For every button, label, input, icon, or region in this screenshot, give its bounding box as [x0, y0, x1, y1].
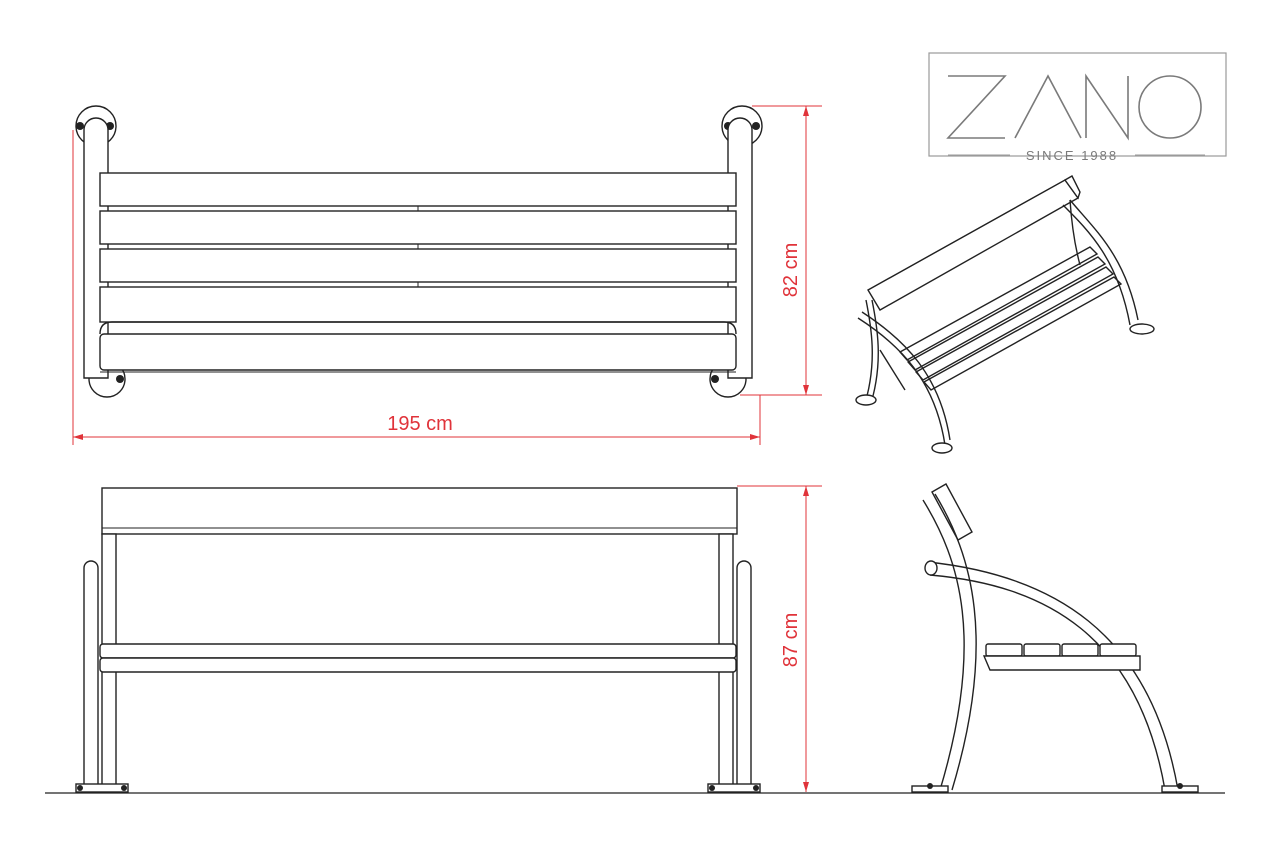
persp-right-arm-inner	[1062, 204, 1131, 326]
front-right-arm	[736, 560, 752, 791]
persp-left-back-leg	[865, 299, 873, 397]
bolt	[752, 122, 760, 130]
persp-left-back-leg-inner	[871, 299, 879, 397]
dim-arrow	[803, 106, 809, 116]
persp-backrest-end	[1063, 175, 1081, 200]
persp-foot	[855, 394, 877, 406]
height-label: 87 cm	[780, 613, 802, 667]
front-left-foot-plate	[75, 783, 129, 793]
persp-seat-slat	[922, 276, 1123, 391]
side-seat-slat	[1099, 643, 1137, 657]
depth-label: 82 cm	[780, 243, 802, 297]
top-slat-1	[99, 172, 737, 207]
bolt	[76, 122, 84, 130]
top-slat-3	[99, 248, 737, 283]
top-slat-4	[99, 286, 737, 323]
logo-tagline: SINCE 1988	[1026, 148, 1118, 163]
persp-backrest-edge	[867, 179, 1066, 291]
side-back-leg-inner	[934, 493, 977, 791]
front-backrest	[101, 487, 738, 535]
persp-right-back-leg	[1069, 199, 1081, 266]
logo-frame	[928, 52, 1227, 157]
logo-letter-a	[1014, 74, 1082, 139]
side-arm-inner	[929, 574, 1166, 791]
side-back-leg-outer	[922, 499, 965, 791]
front-left-arm	[83, 560, 99, 791]
side-backrest	[931, 483, 973, 541]
side-seat-slat	[985, 643, 1023, 657]
dim-arrow	[803, 782, 809, 792]
brand-logo: SINCE 1988	[928, 52, 1227, 163]
persp-foot	[1129, 323, 1155, 335]
side-arm-cap	[924, 560, 938, 576]
dim-arrow	[73, 434, 83, 440]
dimension-width: 195 cm	[72, 130, 761, 445]
perspective-view	[855, 175, 1155, 454]
persp-seat-slat	[914, 266, 1115, 381]
dim-arrow	[750, 434, 760, 440]
bolt	[711, 375, 719, 383]
top-slat-2	[99, 210, 737, 245]
persp-right-arm-outer	[1069, 199, 1139, 321]
logo-letter-n	[1085, 73, 1129, 141]
logo-letter-o	[1138, 75, 1202, 139]
dim-arrow	[803, 486, 809, 496]
persp-seat-slat	[906, 256, 1107, 371]
front-seat-front	[99, 643, 737, 659]
top-front-tube	[99, 333, 737, 371]
front-seat-tube	[99, 657, 737, 673]
bolt	[1177, 783, 1183, 789]
bolt	[77, 785, 83, 791]
bolt	[709, 785, 715, 791]
bolt	[116, 375, 124, 383]
persp-seat-support	[879, 349, 906, 391]
dimension-height: 87 cm	[737, 485, 822, 792]
side-seat-slat	[1023, 643, 1061, 657]
front-right-foot-plate	[707, 783, 761, 793]
dim-arrow	[803, 385, 809, 395]
bolt	[927, 783, 933, 789]
top-front-tube-curve	[99, 321, 737, 335]
side-seat-slat	[1061, 643, 1099, 657]
front-view	[75, 487, 761, 793]
persp-left-arm-outer	[857, 317, 946, 446]
dimension-depth: 82 cm	[740, 105, 822, 396]
width-label: 195 cm	[387, 413, 453, 435]
bolt	[753, 785, 759, 791]
bolt	[121, 785, 127, 791]
side-arm-outer	[927, 561, 1179, 791]
side-seat-frame	[982, 655, 1141, 671]
persp-foot	[931, 442, 953, 454]
logo-letter-z	[946, 75, 1007, 139]
top-view	[75, 105, 763, 398]
side-view	[911, 483, 1199, 793]
